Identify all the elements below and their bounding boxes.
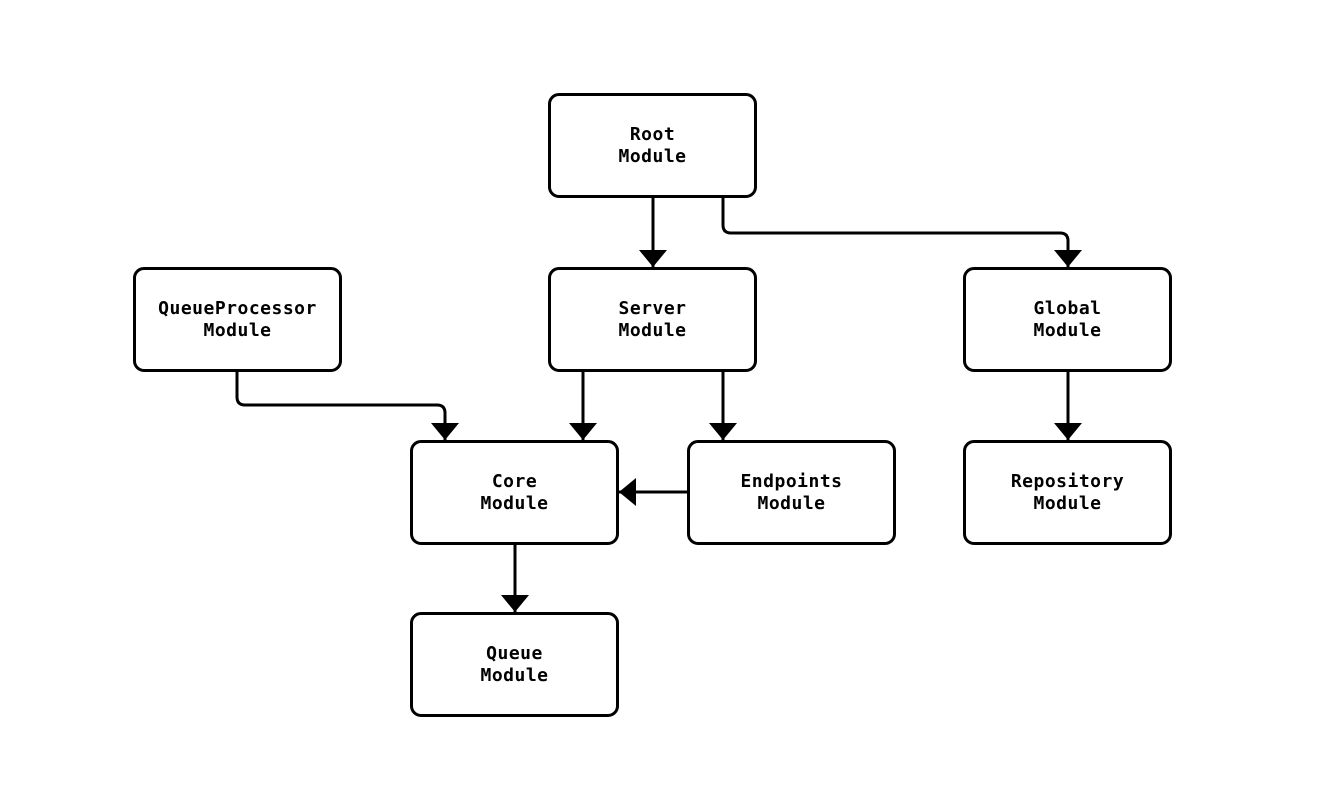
edge-arrowhead-icon [431, 423, 459, 440]
node-label-line: Module [203, 319, 272, 341]
edge-arrowhead-icon [1054, 250, 1082, 267]
node-label-line: Endpoints [740, 470, 843, 492]
node-label-line: Core [491, 470, 538, 492]
node-label-line: Root [629, 123, 676, 145]
node-label-line: Repository [1010, 470, 1125, 492]
edge-arrowhead-icon [709, 423, 737, 440]
edge-line-root-module-to-global-module [721, 198, 1070, 267]
node-label-line: Module [618, 319, 687, 341]
node-label-line: Queue [486, 642, 543, 664]
edge-line-queue-processor-module-to-core-module [235, 372, 447, 440]
edge-arrowhead-icon [569, 423, 597, 440]
edge-arrowhead-icon [1054, 423, 1082, 440]
node-label-line: Module [1033, 319, 1102, 341]
edge-arrowhead-icon [501, 595, 529, 612]
node-label-line: Module [1033, 492, 1102, 514]
edge-arrowhead-icon [619, 478, 636, 506]
node-label-line: Module [618, 145, 687, 167]
edge-arrowhead-icon [639, 250, 667, 267]
node-label-line: Module [757, 492, 826, 514]
node-label-line: Server [618, 297, 687, 319]
node-label-line: QueueProcessor [158, 297, 317, 319]
node-label-line: Module [480, 492, 549, 514]
node-label-line: Global [1033, 297, 1102, 319]
node-label-line: Module [480, 664, 549, 686]
